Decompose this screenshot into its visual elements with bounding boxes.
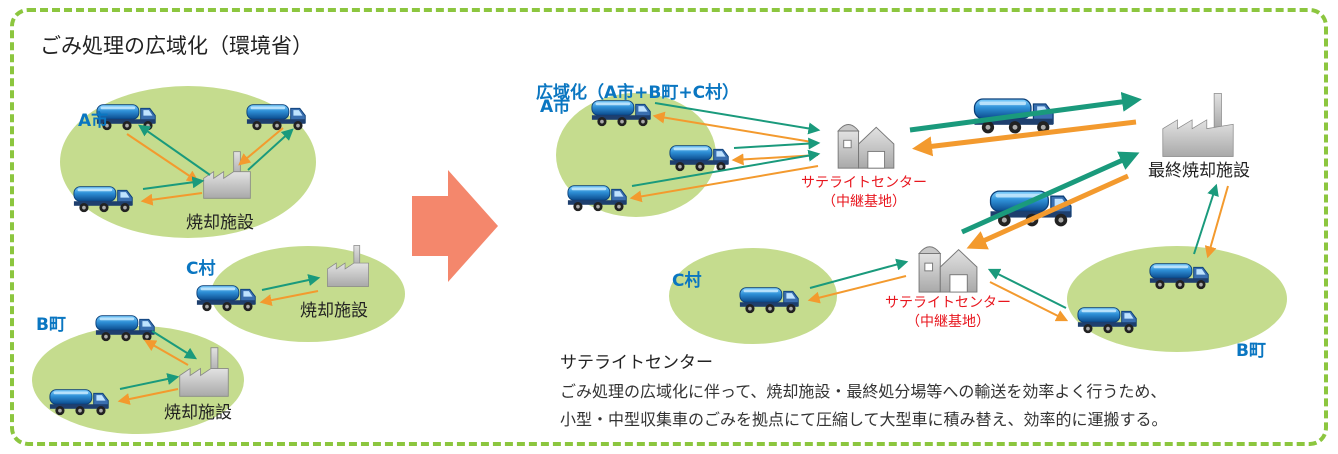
arrow-teal (142, 176, 205, 190)
truck-icon (1149, 263, 1209, 290)
arrow-teal (733, 137, 821, 150)
arrow-orange (238, 127, 284, 166)
truck-icon (246, 104, 306, 131)
label-c-village-after: C村 (672, 271, 702, 291)
arrow-orange (259, 290, 319, 307)
label-incinerator-c: 焼却施設 (300, 301, 368, 321)
truck-icon (73, 186, 133, 213)
area-c (211, 246, 405, 342)
arrow-teal (654, 102, 821, 135)
truck-icon (591, 100, 651, 127)
arrow-teal (247, 128, 294, 171)
label-satellite-2: サテライトセンター （中継基地） (884, 294, 1012, 332)
big-arrow-icon (412, 170, 498, 282)
diagram-frame (10, 8, 1328, 446)
label-incinerator-a: 焼却施設 (186, 213, 254, 233)
truck-icon (567, 185, 627, 212)
page-title: ごみ処理の広域化（環境省） (40, 34, 313, 58)
satellite-center-icon (837, 124, 895, 169)
relay-base-label: （中継基地） (822, 194, 906, 210)
satellite-center-label: サテライトセンター (801, 175, 927, 191)
satellite-center-label: サテライトセンター (885, 295, 1011, 311)
note-line-2: 小型・中型収集車のごみを拠点にて圧縮して大型車に積み替え、効率的に運搬する。 (560, 410, 1168, 429)
arrow-teal-thick (960, 151, 1140, 235)
truck-icon (49, 389, 109, 416)
arrow-orange (126, 133, 199, 183)
arrow-teal (151, 330, 198, 360)
arrow-orange (140, 192, 203, 206)
arrow-teal (987, 268, 1067, 309)
arrow-teal (138, 124, 211, 176)
arrow-teal (119, 373, 180, 390)
label-b-town: B町 (36, 315, 66, 335)
arrow-teal-thick (909, 91, 1142, 133)
truck-icon (95, 315, 155, 342)
label-b-town-after: B町 (1236, 341, 1266, 361)
relay-base-label: （中継基地） (906, 314, 990, 330)
arrow-teal (809, 258, 909, 289)
arrow-orange (117, 388, 179, 405)
label-a-city: A市 (78, 111, 109, 131)
truck-icon (1077, 307, 1137, 334)
arrow-orange (989, 281, 1069, 322)
arrow-teal (1193, 183, 1219, 255)
label-a-city-after: A市 (540, 97, 571, 117)
satellite-center-icon (918, 246, 978, 293)
arrow-orange (629, 165, 819, 203)
note-title: サテライトセンター (560, 353, 713, 373)
arrow-orange (807, 275, 907, 304)
arrow-teal (261, 274, 321, 291)
note-line-1: ごみ処理の広域化に伴って、焼却施設・最終処分場等への輸送を効率よく行うため、 (560, 382, 1167, 401)
label-incinerator-b: 焼却施設 (164, 403, 232, 423)
label-c-village: C村 (186, 259, 216, 279)
label-final-incinerator: 最終焼却施設 (1148, 161, 1250, 181)
label-satellite-1: サテライトセンター （中継基地） (800, 174, 928, 212)
truck-icon (196, 285, 256, 312)
arrow-orange (143, 339, 189, 366)
arrow-orange-thick (966, 173, 1130, 250)
arrow-orange (1204, 185, 1229, 259)
after-subtitle: 広域化（A市+B町+C村） (536, 83, 740, 103)
arrow-orange-thick (912, 119, 1137, 157)
truck-icon (669, 145, 729, 172)
arrow-teal (631, 149, 821, 187)
truck-icon (739, 287, 799, 314)
final-incinerator-icon (1162, 92, 1234, 158)
arrow-orange (652, 111, 819, 144)
